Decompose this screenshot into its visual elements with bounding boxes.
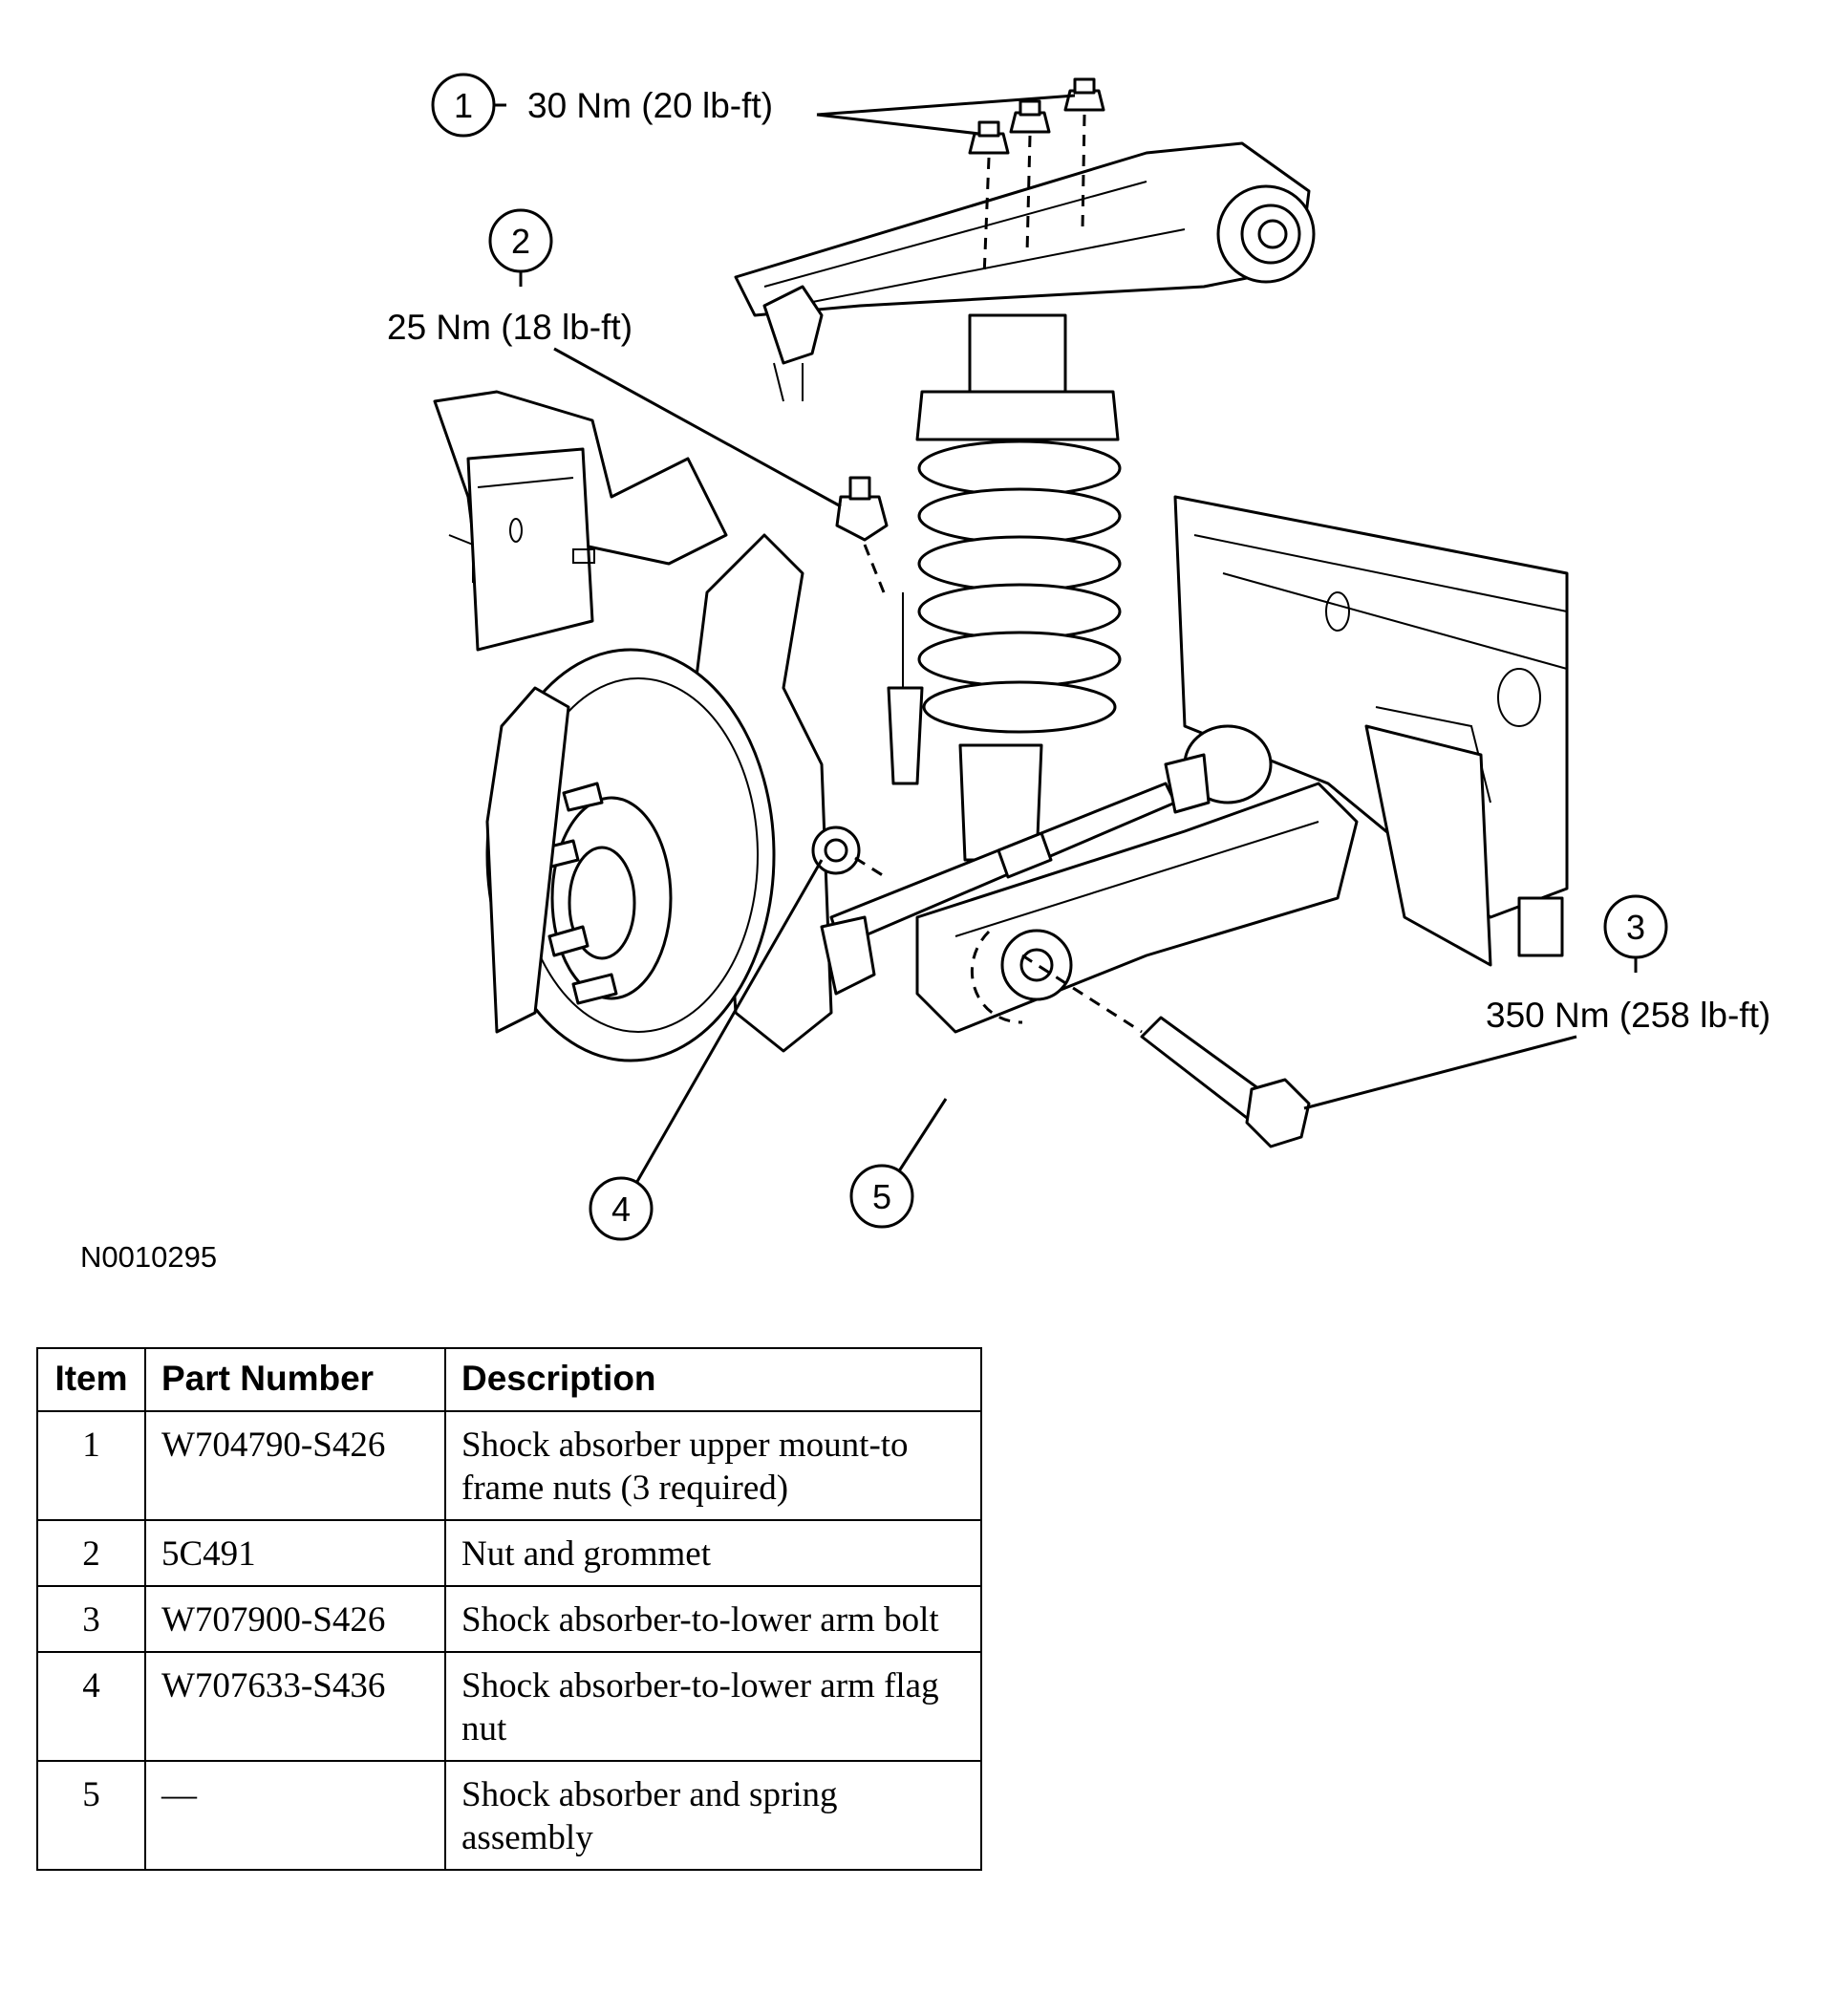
callout-2-torque: 25 Nm (18 lb-ft) [387,308,633,347]
callout-5-circle [849,1164,914,1229]
callout-3: 3 350 Nm (258 lb-ft) [1303,894,1770,1110]
callout-4-number: 4 [611,1190,631,1229]
cell-part-number: W707633-S436 [144,1651,446,1762]
cell-item: 1 [36,1410,146,1521]
cell-part-number: 5C491 [144,1519,446,1587]
lower-arm-bolt [1021,954,1311,1148]
callout-1-torque: 30 Nm (20 lb-ft) [527,86,773,125]
nut-and-grommet [835,476,889,593]
cell-item: 5 [36,1760,146,1871]
suspension-exploded-diagram: 1 30 Nm (20 lb-ft) 2 25 Nm (18 lb-ft) 3 … [387,73,1770,1241]
table-row: 1 W704790-S426 Shock absorber upper moun… [36,1410,982,1521]
cell-description: Shock absorber upper mount-to frame nuts… [444,1410,982,1521]
callout-3-number: 3 [1626,908,1645,947]
header-description: Description [444,1347,982,1412]
cell-description: Shock absorber-to-lower arm bolt [444,1585,982,1653]
callout-3-torque: 350 Nm (258 lb-ft) [1486,996,1770,1035]
callout-1: 1 30 Nm (20 lb-ft) [431,73,1076,138]
callout-5: 5 [849,1098,948,1229]
shock-and-spring-assembly [887,313,1122,862]
cell-item: 3 [36,1585,146,1653]
parts-table: Item Part Number Description 1 W704790-S… [36,1347,982,1871]
crossmember [433,390,728,652]
cell-part-number: W707900-S426 [144,1585,446,1653]
header-item: Item [36,1347,146,1412]
callout-2-number: 2 [511,222,530,261]
callout-4-circle [589,1176,654,1241]
table-row: 3 W707900-S426 Shock absorber-to-lower a… [36,1585,982,1653]
header-part-number: Part Number [144,1347,446,1412]
table-row: 2 5C491 Nut and grommet [36,1519,982,1587]
table-row: 4 W707633-S436 Shock absorber-to-lower a… [36,1651,982,1762]
upper-control-arm [734,141,1316,402]
cell-description: Shock absorber-to-lower arm flag nut [444,1651,982,1762]
cell-part-number: W704790-S426 [144,1410,446,1521]
cell-description: Shock absorber and spring assembly [444,1760,982,1871]
figure-id: N0010295 [80,1240,218,1274]
cell-item: 2 [36,1519,146,1587]
table-row: 5 — Shock absorber and spring assembly [36,1760,982,1871]
upper-mount-nuts [968,77,1105,278]
callout-1-number: 1 [454,86,473,125]
frame-rail [1173,495,1569,967]
cell-part-number: — [144,1760,446,1871]
table-header-row: Item Part Number Description [36,1347,982,1412]
callout-4: 4 [589,859,824,1241]
cell-item: 4 [36,1651,146,1762]
callout-5-number: 5 [872,1177,891,1216]
cell-description: Nut and grommet [444,1519,982,1587]
callout-2: 2 25 Nm (18 lb-ft) [387,208,842,508]
knuckle-rotor-hub [485,533,890,1062]
